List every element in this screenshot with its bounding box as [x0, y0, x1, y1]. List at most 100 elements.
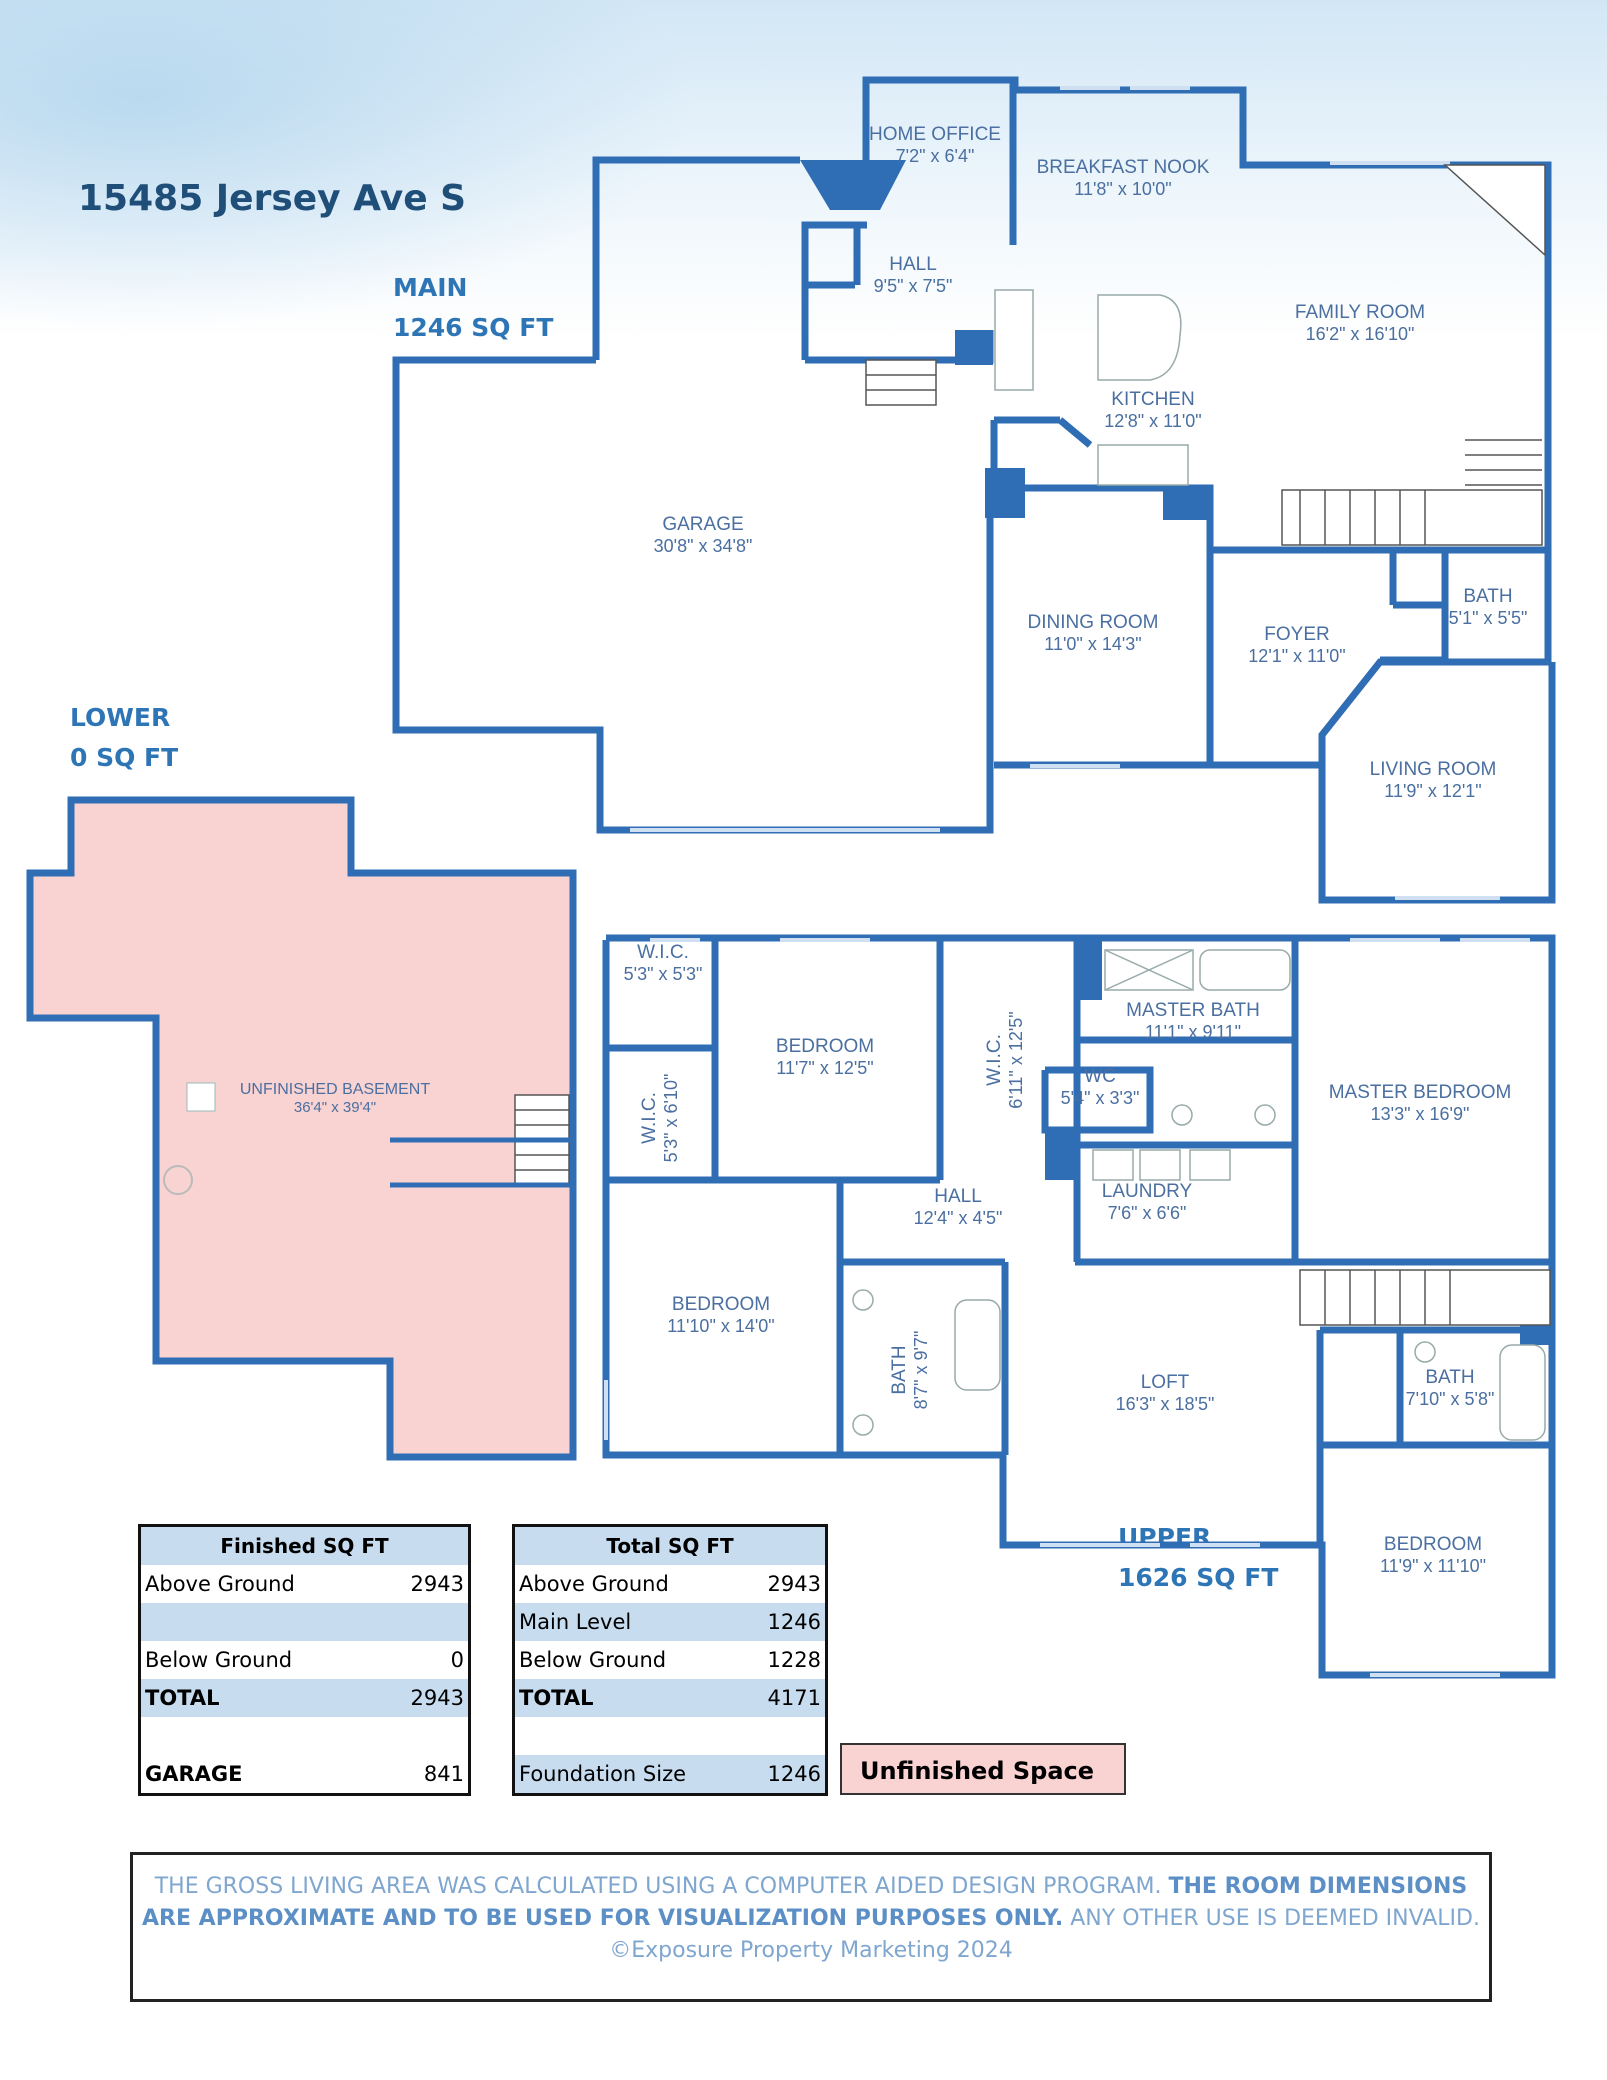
lower-level-name: LOWER — [70, 703, 171, 732]
room-dimensions: 7'6" x 6'6" — [1108, 1203, 1187, 1223]
room-name: BEDROOM — [672, 1294, 770, 1315]
room-name: HALL — [889, 254, 937, 275]
kitchen-fixtures — [994, 289, 1189, 486]
finished-total-label: TOTAL — [145, 1686, 220, 1710]
room-label-wic-3: W.I.C.6'11" x 12'5" — [984, 1011, 1026, 1108]
disclaimer-text: THE GROSS LIVING AREA WAS CALCULATED USI… — [133, 1871, 1489, 1935]
main-level-name: MAIN — [393, 273, 468, 302]
room-dimensions: 7'10" x 5'8" — [1406, 1389, 1495, 1409]
finished-row-value — [376, 1603, 469, 1641]
lower-level-area: 0 SQ FT — [70, 743, 179, 772]
total-row-value — [744, 1717, 826, 1755]
finished-row-label — [140, 1717, 377, 1755]
disclaimer-part2: THE ROOM DIMENSIONS ARE APPROXIMATE AND … — [142, 1874, 1468, 1931]
foundation-label: Foundation Size — [519, 1762, 687, 1786]
room-dimensions: 16'3" x 18'5" — [1116, 1394, 1215, 1414]
room-name: HOME OFFICE — [869, 124, 1001, 145]
disclaimer-part1: THE GROSS LIVING AREA WAS CALCULATED USI… — [154, 1874, 1162, 1899]
room-dimensions: 9'5" x 7'5" — [874, 276, 953, 296]
disclaimer-part3: ANY OTHER USE IS DEEMED INVALID. — [1070, 1906, 1480, 1931]
room-dimensions: 12'4" x 4'5" — [914, 1208, 1003, 1228]
room-name: W.I.C. — [637, 942, 689, 963]
header-background-glow — [0, 0, 700, 330]
finished-row-label — [140, 1603, 377, 1641]
total-row-label: Above Ground — [519, 1572, 669, 1596]
room-name: W.I.C. — [984, 1034, 1005, 1086]
room-name: LIVING ROOM — [1370, 759, 1497, 780]
garage-label: GARAGE — [145, 1762, 243, 1786]
room-name: BATH — [1463, 586, 1512, 607]
total-total-value: 4171 — [767, 1686, 821, 1710]
finished-total-value: 2943 — [410, 1686, 464, 1710]
room-name: LAUNDRY — [1102, 1181, 1193, 1202]
room-dimensions: 30'8" x 34'8" — [654, 536, 753, 556]
upper-level-stairs — [1299, 1269, 1551, 1326]
main-level-stairs — [865, 164, 1546, 546]
finished-row-label: Below Ground — [145, 1648, 293, 1672]
room-label-wic-2: W.I.C.5'3" x 6'10" — [639, 1074, 681, 1163]
legend-unfinished-space: Unfinished Space — [840, 1743, 1126, 1795]
upper-level-columns — [1045, 940, 1552, 1345]
room-name: BREAKFAST NOOK — [1037, 157, 1210, 178]
upper-level-walls — [602, 934, 1556, 1679]
room-dimensions: 11'8" x 10'0" — [1074, 179, 1171, 199]
foundation-value: 1246 — [767, 1762, 821, 1786]
room-name: MASTER BATH — [1126, 1000, 1260, 1021]
room-name: HALL — [934, 1186, 982, 1207]
garage-value: 841 — [423, 1762, 464, 1786]
disclaimer-box: THE GROSS LIVING AREA WAS CALCULATED USI… — [130, 1852, 1492, 2002]
main-level-label: MAIN 1246 SQ FT — [393, 268, 553, 348]
room-label-wc: WC5'4" x 3'3" — [1061, 1066, 1140, 1108]
room-dimensions: 12'8" x 11'0" — [1104, 411, 1201, 431]
total-row-value: 1228 — [767, 1648, 821, 1672]
total-row-label: Below Ground — [519, 1648, 667, 1672]
main-level-columns — [800, 160, 1208, 520]
main-level-windows — [630, 86, 1500, 900]
room-name: BEDROOM — [1384, 1534, 1482, 1555]
room-dimensions: 11'9" x 11'10" — [1380, 1556, 1486, 1576]
total-row-value: 2943 — [767, 1572, 821, 1596]
finished-row-label: Above Ground — [145, 1572, 295, 1596]
room-dimensions: 16'2" x 16'10" — [1306, 324, 1415, 344]
room-dimensions: 11'0" x 14'3" — [1044, 634, 1141, 654]
room-name: MASTER BEDROOM — [1329, 1082, 1512, 1103]
room-dimensions: 11'1" x 9'11" — [1145, 1022, 1241, 1042]
basement-utility-symbol — [163, 1165, 193, 1195]
room-dimensions: 12'1" x 11'0" — [1248, 646, 1345, 666]
basement-floor — [26, 796, 577, 1461]
room-name: WC — [1084, 1066, 1116, 1087]
total-row-label: Main Level — [519, 1610, 632, 1634]
room-dimensions: 11'9" x 12'1" — [1384, 781, 1481, 801]
room-dimensions: 11'10" x 14'0" — [667, 1316, 774, 1336]
room-dimensions: 6'11" x 12'5" — [1006, 1011, 1026, 1108]
room-dimensions: 13'3" x 16'9" — [1371, 1104, 1470, 1124]
finished-row-value: 0 — [450, 1648, 464, 1672]
lower-level-label: LOWER 0 SQ FT — [70, 698, 178, 778]
main-level-area: 1246 SQ FT — [393, 313, 554, 342]
basement-square-symbol — [186, 1082, 216, 1112]
upper-level-windows — [604, 938, 1530, 1677]
room-name: UNFINISHED BASEMENT — [240, 1081, 430, 1098]
room-name: BATH — [889, 1345, 910, 1394]
room-name: DINING ROOM — [1028, 612, 1159, 633]
finished-row-value: 2943 — [410, 1572, 464, 1596]
copyright: ©Exposure Property Marketing 2024 — [609, 1938, 1013, 1963]
